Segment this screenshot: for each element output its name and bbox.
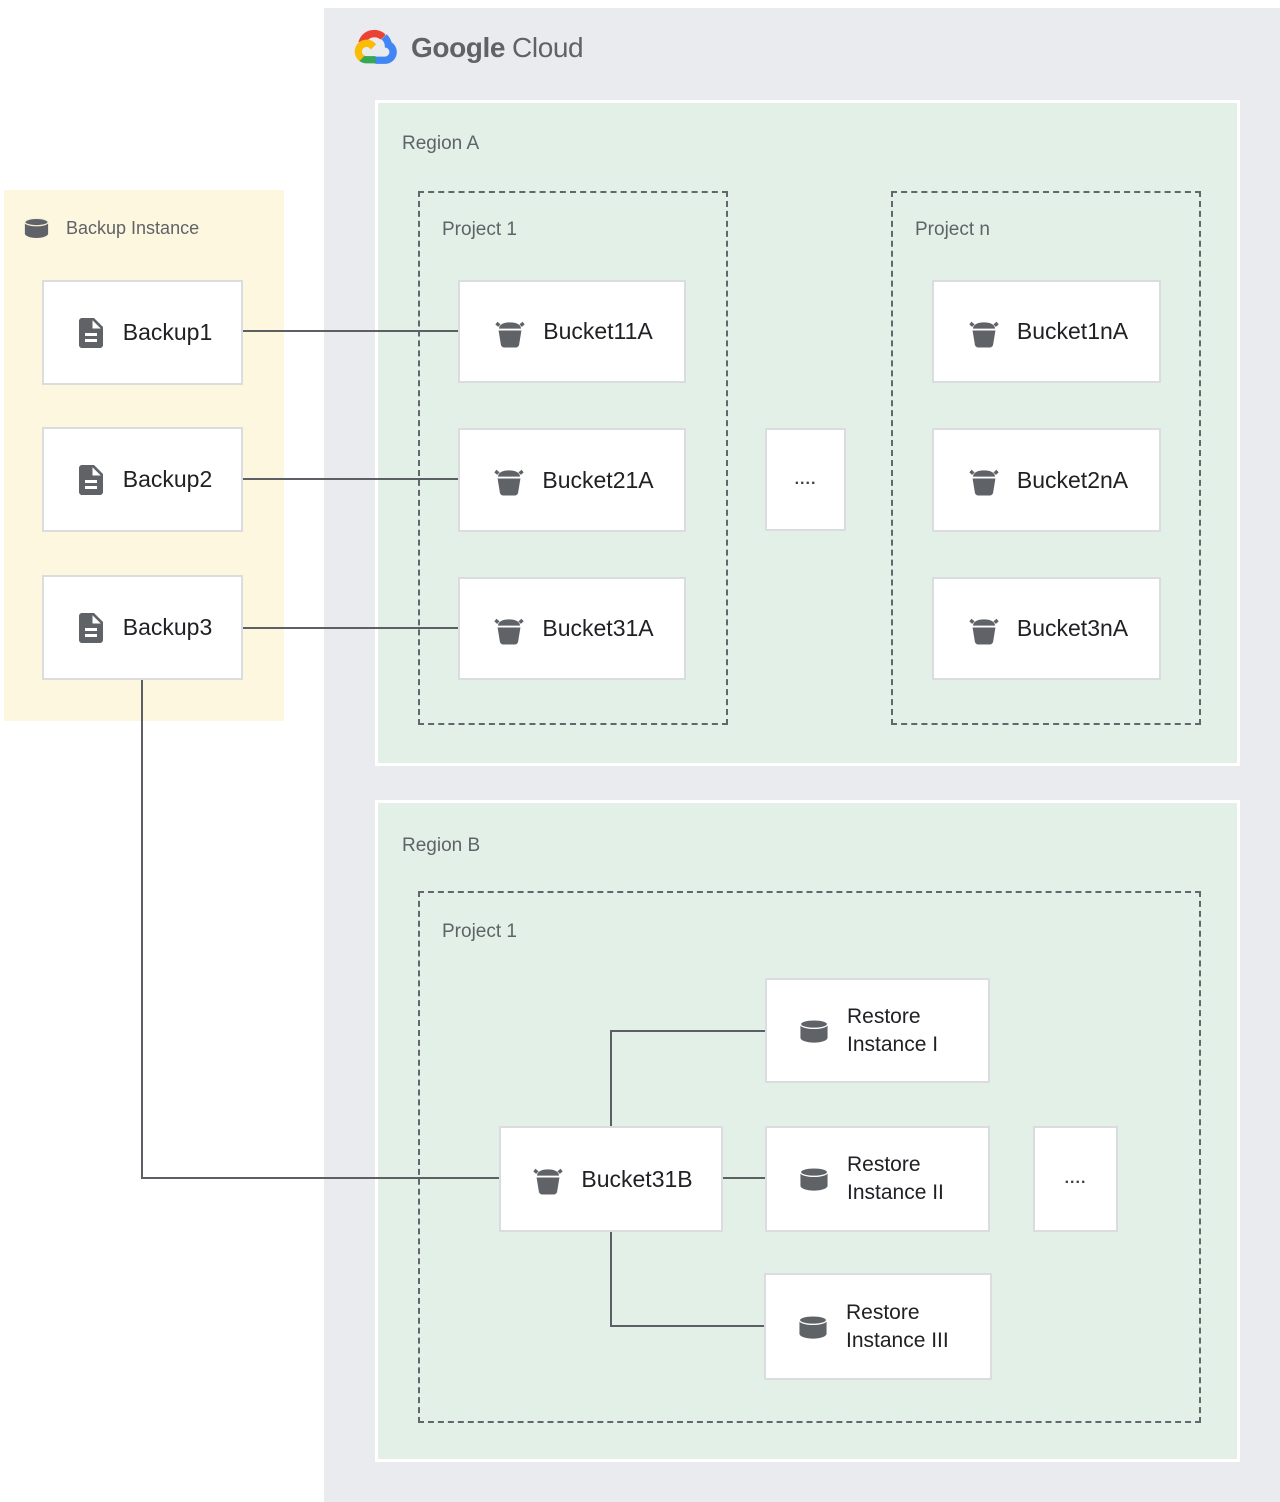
bucket1na-node: Bucket1nA: [932, 280, 1161, 383]
connector-bucket31b-restore2: [723, 1177, 766, 1179]
bucket11a-label: Bucket11A: [543, 318, 653, 344]
database-icon: [798, 1314, 828, 1339]
storage-bucket-icon: [969, 321, 999, 347]
storage-bucket-icon: [969, 618, 999, 644]
bucket1na-label: Bucket1nA: [1016, 318, 1129, 344]
bucket3na-label: Bucket3nA: [1016, 615, 1129, 641]
connector-backup1-bucket11a: [243, 330, 458, 332]
connector-backup3-bucket31b: [141, 1177, 499, 1179]
region-b-project-1-box: Project 1: [418, 891, 1201, 1423]
region-a-project-1-box: Project 1: [418, 191, 728, 725]
backup2-node: Backup2: [42, 427, 243, 532]
region-a-project-n-box: Project n: [891, 191, 1201, 725]
restore-instance-2-label: Restore Instance II: [847, 1153, 944, 1204]
connector-backup3-bucket31a: [243, 627, 458, 629]
bucket3na-node: Bucket3nA: [932, 577, 1161, 680]
bucket21a-node: Bucket21A: [458, 428, 686, 532]
backup1-node: Backup1: [42, 280, 243, 385]
connector-bucket31b-down-vertical: [610, 1231, 612, 1327]
database-icon: [24, 217, 49, 238]
restore-instance-2-node: Restore Instance II: [765, 1126, 990, 1232]
storage-bucket-icon: [495, 321, 525, 347]
bucket11a-node: Bucket11A: [458, 280, 686, 383]
connector-bucket31b-up-vertical: [610, 1031, 612, 1127]
connector-backup2-bucket21a: [243, 478, 458, 480]
region-b-project-1-label: Project 1: [442, 921, 517, 942]
region-a-ellipsis-label: ....: [794, 470, 817, 488]
region-b-ellipsis-label: ....: [1064, 1170, 1087, 1187]
restore-instance-3-label: Restore Instance III: [846, 1300, 949, 1352]
database-icon: [799, 1018, 829, 1043]
document-icon: [78, 464, 103, 495]
backup1-label: Backup1: [122, 319, 213, 345]
bucket2na-node: Bucket2nA: [932, 428, 1161, 532]
restore-instance-1-node: Restore Instance I: [765, 978, 990, 1083]
connector-bucket31b-restore1: [610, 1030, 766, 1032]
restore-instance-1-label: Restore Instance I: [847, 1004, 939, 1056]
storage-bucket-icon: [494, 469, 525, 496]
backup2-label: Backup2: [122, 466, 213, 492]
connector-bucket31b-restore3: [610, 1325, 765, 1327]
bucket2na-label: Bucket2nA: [1016, 466, 1129, 493]
bucket31a-node: Bucket31A: [458, 577, 686, 680]
bucket31a-label: Bucket31A: [542, 615, 654, 641]
document-icon: [78, 317, 103, 348]
document-icon: [78, 612, 103, 643]
bucket31b-label: Bucket31B: [581, 1165, 693, 1192]
region-a-label: Region A: [402, 133, 480, 154]
connector-backup3-vertical: [141, 680, 143, 1179]
region-b-ellipsis-node: ....: [1033, 1126, 1118, 1232]
restore-instance-3-node: Restore Instance III: [764, 1273, 992, 1380]
logo-word-google: Google: [411, 31, 506, 63]
logo-word-cloud: Cloud: [512, 31, 584, 63]
region-a-project-1-label: Project 1: [442, 219, 517, 240]
bucket31b-node: Bucket31B: [499, 1126, 723, 1232]
backup-panel-title: Backup Instance: [66, 217, 200, 238]
region-b-label: Region B: [402, 835, 481, 856]
database-icon: [799, 1167, 829, 1191]
region-a-project-n-label: Project n: [915, 219, 990, 240]
backup3-label: Backup3: [122, 614, 213, 640]
region-a-ellipsis-node: ....: [765, 428, 846, 531]
google-cloud-logo-icon: [354, 29, 397, 64]
storage-bucket-icon: [969, 469, 999, 496]
storage-bucket-icon: [533, 1168, 564, 1195]
bucket21a-label: Bucket21A: [542, 466, 654, 493]
backup-instance-header: Backup Instance: [20, 216, 199, 240]
storage-bucket-icon: [494, 618, 525, 644]
backup3-node: Backup3: [42, 575, 243, 680]
